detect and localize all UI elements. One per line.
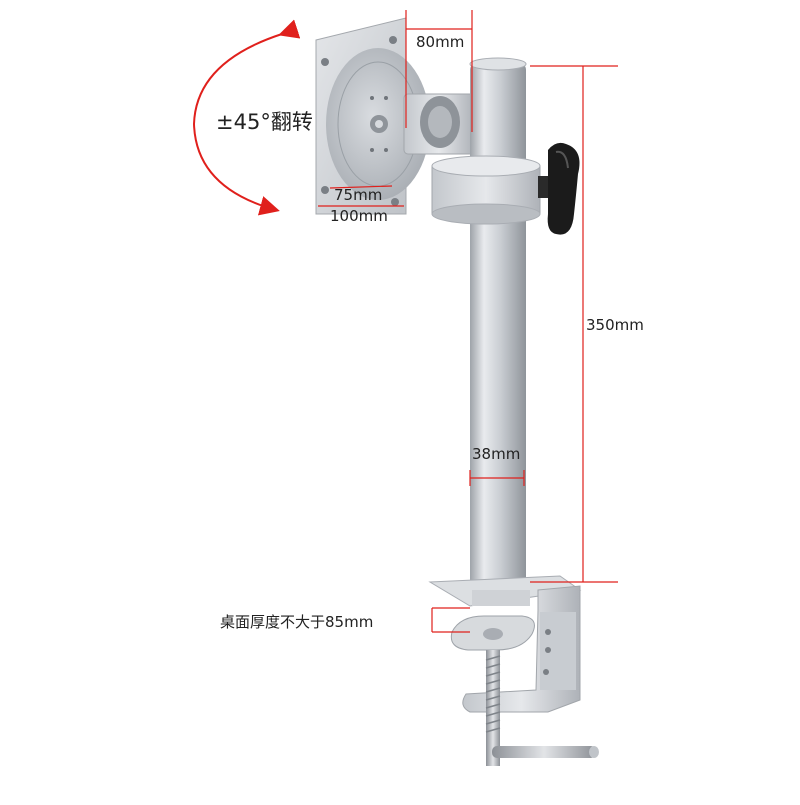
pole-height-label: 350mm [586, 316, 644, 334]
pole-diameter-label: 38mm [472, 445, 521, 463]
pole [470, 62, 526, 602]
tilt-arc-arrow [192, 19, 301, 216]
clamp-handle [492, 746, 596, 758]
arm-offset-label: 80mm [416, 33, 465, 51]
clamp-screw [486, 650, 500, 766]
vesa-100-label: 100mm [330, 207, 388, 225]
tilt-hinge [403, 93, 475, 155]
dimension-lines [318, 10, 618, 633]
desk-clamp [428, 575, 599, 766]
tilt-label: ±45°翻转 [216, 110, 313, 134]
height-collar [431, 155, 541, 225]
vesa-plate [315, 17, 430, 215]
vesa-75-label: 75mm [334, 186, 383, 204]
desk-thickness-label: 桌面厚度不大于85mm [220, 613, 374, 631]
lock-knob [538, 142, 580, 235]
